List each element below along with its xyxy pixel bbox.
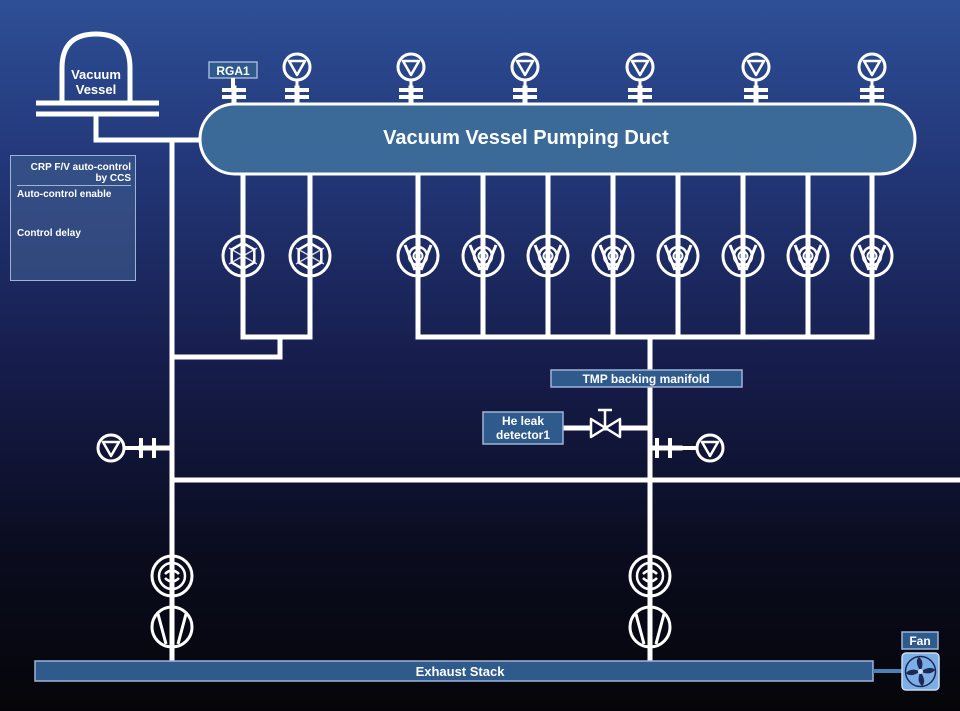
- panel-title: CRP F/V auto-control by CCS: [17, 156, 131, 186]
- gauge-valve-icon[interactable]: [741, 52, 771, 82]
- gauge-valve-icon[interactable]: [282, 52, 312, 82]
- auto-control-enable-row[interactable]: Auto-control enable: [17, 189, 112, 200]
- gauge-stems: [295, 80, 874, 88]
- tmp-backing-manifold[interactable]: TMP backing manifold: [550, 369, 743, 388]
- exhaust-label: Exhaust Stack: [416, 664, 506, 679]
- he-leak-line1: He leak: [502, 414, 544, 428]
- vacuum-vessel[interactable]: Vacuum Vessel: [36, 31, 159, 117]
- cryo-pump-icon[interactable]: [288, 234, 332, 278]
- exhaust-stack[interactable]: Exhaust Stack: [34, 660, 902, 682]
- fan-icon[interactable]: [901, 652, 940, 691]
- fan-label-box: Fan: [901, 631, 939, 650]
- right-isolation-valve[interactable]: [655, 433, 725, 463]
- crp-auto-control-panel[interactable]: CRP F/V auto-control by CCS Auto-control…: [10, 155, 136, 281]
- left-isolation-valve[interactable]: [96, 433, 156, 463]
- cryo-pump-icon[interactable]: [221, 234, 265, 278]
- vessel-label-line2: Vessel: [76, 82, 117, 97]
- rga1-label: RGA1: [216, 64, 250, 78]
- duct-label: Vacuum Vessel Pumping Duct: [383, 127, 669, 149]
- leak-valve-icon[interactable]: [589, 408, 622, 439]
- gauge-valve-icon[interactable]: [857, 52, 887, 82]
- gauge-valve-icon[interactable]: [625, 52, 655, 82]
- he-leak-detector[interactable]: He leak detector1: [482, 411, 564, 445]
- gauge-valve-icon[interactable]: [510, 52, 540, 82]
- manifold-label: TMP backing manifold: [582, 372, 709, 386]
- fan-label: Fan: [909, 634, 930, 648]
- rga1[interactable]: RGA1: [208, 61, 258, 90]
- panel-title-line2: by CCS: [95, 173, 131, 184]
- gauge-valve-icon[interactable]: [396, 52, 426, 82]
- gauge-flanges: [222, 88, 884, 99]
- vessel-label-line1: Vacuum: [71, 67, 121, 82]
- panel-title-line1: CRP F/V auto-control: [30, 162, 131, 173]
- control-delay-row[interactable]: Control delay: [17, 228, 81, 239]
- he-leak-line2: detector1: [496, 428, 550, 442]
- pumping-duct[interactable]: Vacuum Vessel Pumping Duct: [198, 102, 917, 176]
